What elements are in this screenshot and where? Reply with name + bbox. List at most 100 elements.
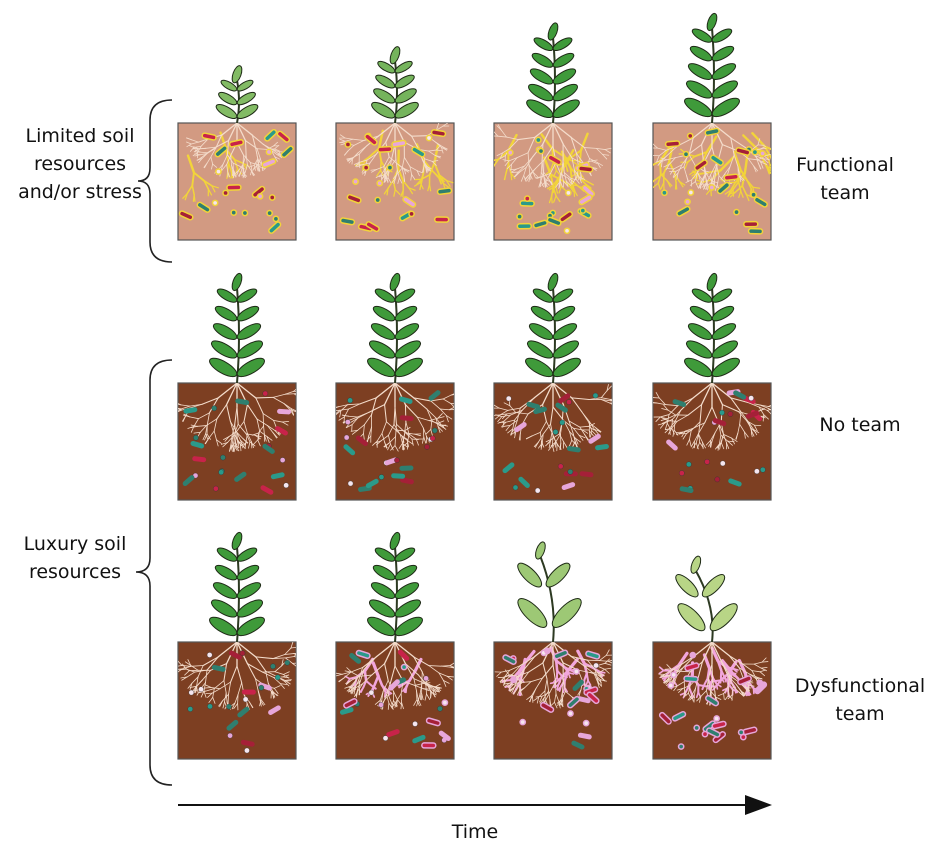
plant-root: [347, 403, 361, 406]
plant-root: [428, 665, 440, 674]
plant-root: [348, 685, 352, 693]
plant-root: [664, 668, 672, 670]
plant-leaf: [220, 79, 238, 92]
plant-root: [234, 694, 239, 704]
plant-root: [207, 146, 217, 154]
microbe-cocci: [567, 468, 574, 475]
plant-root: [375, 383, 396, 399]
plant-root: [555, 181, 560, 188]
plant-root: [758, 406, 765, 416]
yellow-fungi-hypha: [540, 133, 554, 151]
plant-root: [685, 179, 693, 183]
microbe-cocci: [509, 676, 517, 684]
plant-root: [691, 172, 698, 181]
plant-root: [381, 174, 386, 180]
plant-root: [562, 180, 568, 187]
plant-root: [384, 174, 388, 181]
plant-root: [236, 642, 257, 658]
plant-root: [521, 671, 530, 682]
plant-root: [353, 687, 356, 695]
plant-root: [383, 156, 390, 168]
plant-root: [410, 174, 413, 181]
plant-root: [588, 425, 595, 431]
microbe-cocci: [516, 213, 523, 220]
microbe-rod: [514, 422, 527, 433]
plant-root: [430, 429, 433, 437]
plant-root: [727, 675, 734, 687]
plant-root: [705, 440, 711, 446]
plant-leaf: [711, 63, 737, 80]
soil-contents: [336, 383, 454, 492]
plant-root: [347, 144, 355, 152]
plant-leaf: [394, 582, 420, 599]
plant-root: [718, 422, 722, 436]
plant-leaf: [684, 357, 713, 378]
plant-root: [516, 689, 521, 696]
plant-root: [542, 662, 548, 680]
plant-root: [756, 157, 764, 161]
plant-root: [422, 688, 430, 692]
yellow-fungi-hypha: [767, 166, 771, 174]
plant-root: [388, 702, 393, 709]
plant-root: [702, 169, 710, 173]
plant-root: [428, 149, 437, 152]
plant-root: [441, 146, 448, 150]
plant-stem: [539, 556, 555, 643]
microbe-cocci: [537, 147, 545, 155]
plant-leaf: [236, 91, 256, 106]
plant-root: [293, 653, 296, 657]
plant-root: [668, 405, 679, 415]
plant-leaf: [552, 99, 580, 119]
plant-root: [450, 403, 454, 408]
plant-root: [533, 441, 540, 447]
plant-root: [513, 171, 519, 178]
microbe-cocci: [198, 686, 204, 693]
plant-root: [189, 416, 199, 420]
plant-root: [246, 663, 264, 673]
plant-root: [283, 671, 290, 675]
plant-root: [514, 172, 520, 178]
pink-fungi-hypha: [658, 669, 665, 675]
yellow-fungi-hypha: [658, 145, 672, 163]
yellow-fungi-hypha: [655, 172, 665, 180]
pink-fungi-hypha: [413, 657, 423, 674]
plant-root: [711, 180, 719, 184]
plant-leaf: [531, 52, 554, 68]
plant-root: [387, 702, 390, 710]
plant-root: [381, 421, 387, 434]
plant-root: [436, 145, 441, 151]
microbe-cocci: [211, 405, 218, 412]
microbe-rod: [397, 649, 410, 661]
plant-root: [660, 675, 668, 677]
plant-root: [355, 161, 360, 168]
plant-root: [381, 433, 385, 443]
plant-leaf: [532, 288, 554, 303]
plant-root: [702, 441, 704, 450]
plant-root: [283, 403, 291, 411]
plant-root: [191, 139, 199, 143]
plant-root: [565, 691, 573, 698]
plant-root: [290, 408, 295, 416]
yellow-fungi-hypha: [579, 132, 589, 152]
plant-root: [368, 426, 373, 436]
plant-root: [529, 695, 532, 703]
yellow-fungi-hypha: [555, 185, 559, 194]
microbe-cocci: [213, 485, 219, 492]
plant-root: [271, 691, 275, 699]
plant-root: [694, 181, 699, 188]
plant-root: [663, 163, 670, 168]
plant-root: [276, 154, 283, 158]
plant-root: [257, 157, 261, 166]
plant-root: [570, 177, 573, 185]
microbe-cocci: [265, 148, 273, 156]
plant-root: [411, 135, 420, 151]
plant-root: [181, 665, 192, 670]
microbe-rod: [706, 727, 721, 738]
plant-root: [591, 430, 597, 436]
microbe-cocci: [256, 192, 264, 200]
plant-root: [562, 679, 564, 693]
plant-root: [282, 676, 290, 679]
plant-root: [198, 158, 203, 163]
plant-root: [723, 693, 725, 700]
microbe-cocci: [557, 463, 564, 470]
